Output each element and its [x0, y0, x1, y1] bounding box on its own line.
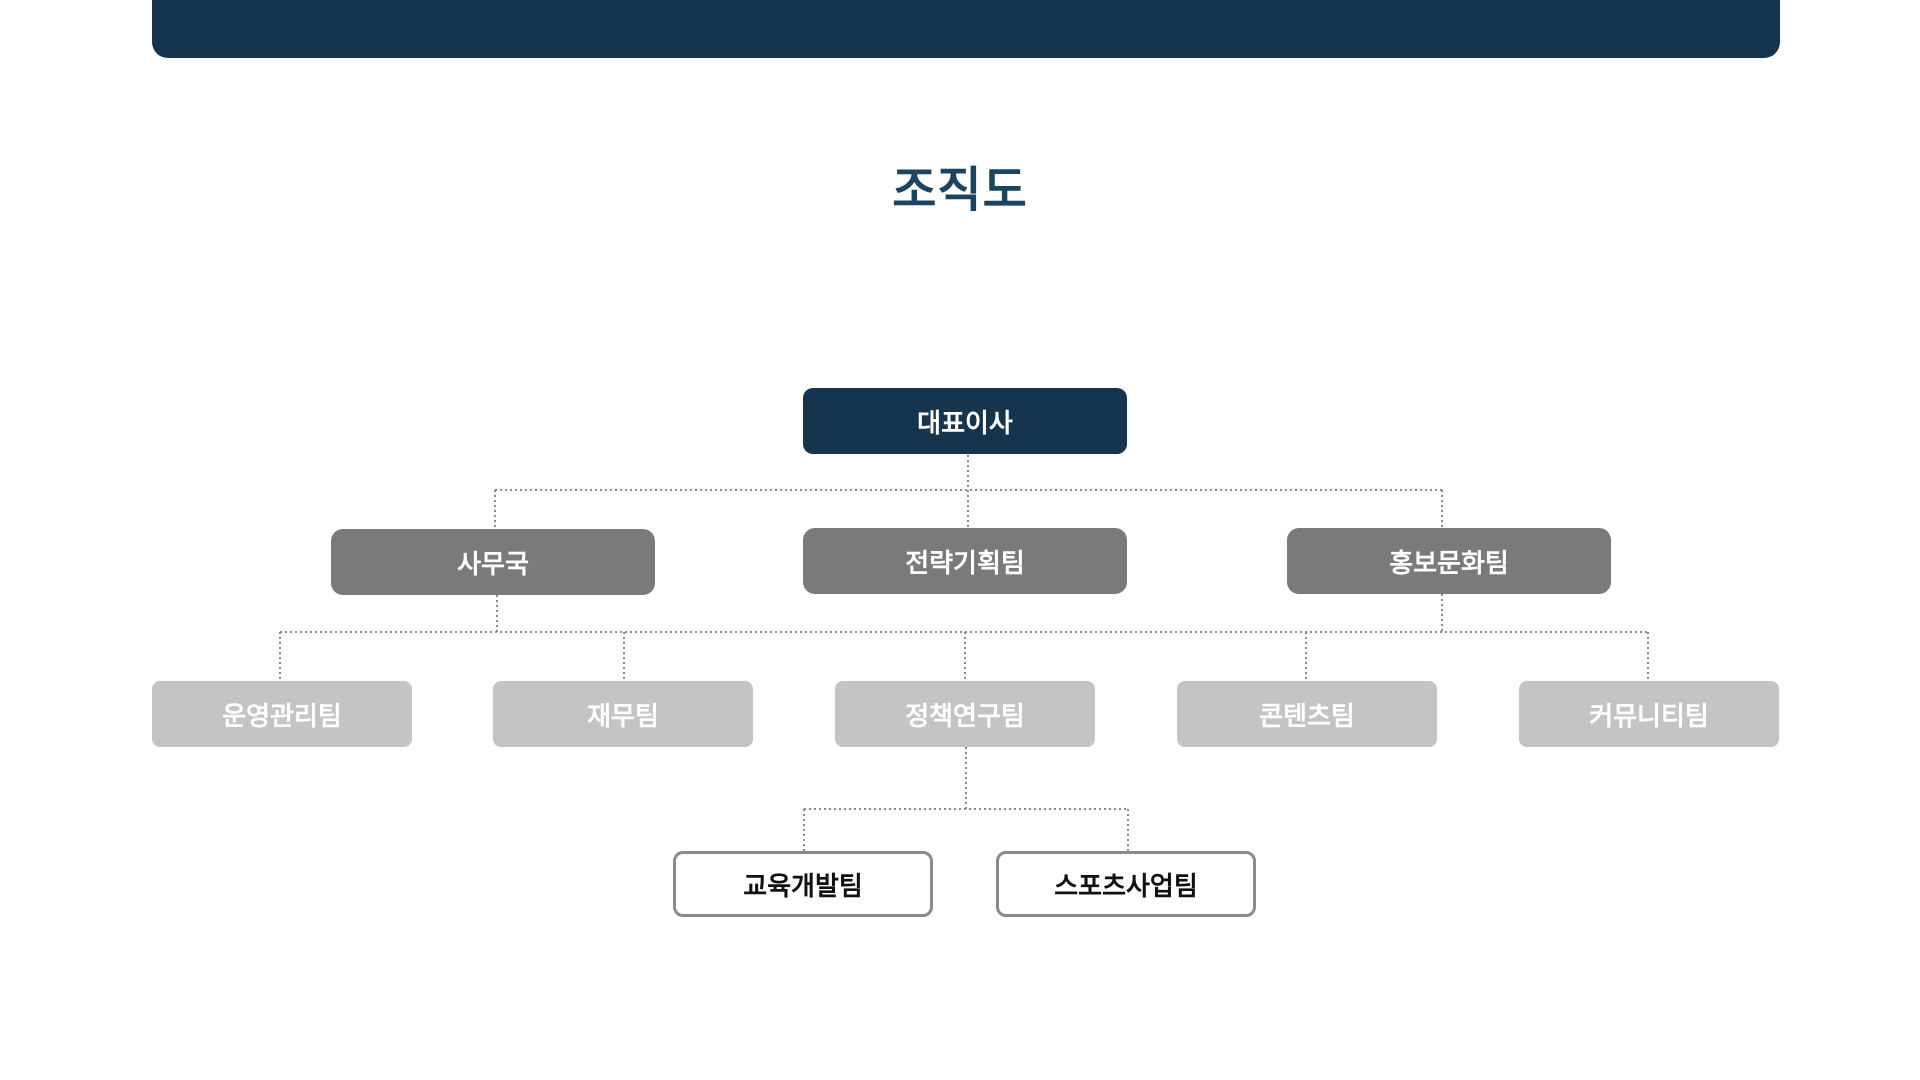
node-team: 커뮤니티팀: [1519, 681, 1779, 747]
node-team: 운영관리팀: [152, 681, 412, 747]
node-team: 정책연구팀: [835, 681, 1095, 747]
node-subteam: 교육개발팀: [673, 851, 933, 917]
node-division: 전략기획팀: [803, 528, 1127, 594]
top-banner: [152, 0, 1780, 58]
node-division: 사무국: [331, 529, 655, 595]
node-team: 콘텐츠팀: [1177, 681, 1437, 747]
node-division: 홍보문화팀: [1287, 528, 1611, 594]
node-team: 재무팀: [493, 681, 753, 747]
node-ceo: 대표이사: [803, 388, 1127, 454]
node-subteam: 스포츠사업팀: [996, 851, 1256, 917]
page-title: 조직도: [892, 162, 1028, 218]
